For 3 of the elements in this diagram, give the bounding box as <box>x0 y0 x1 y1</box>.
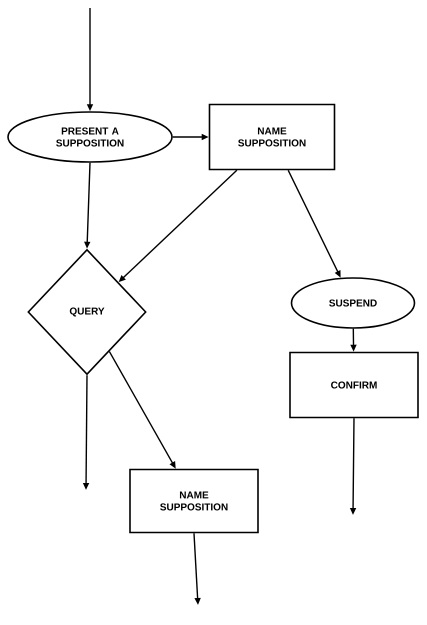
process-box: NAME SUPPOSITION <box>208 104 336 170</box>
process-box: CONFIRM <box>289 352 419 418</box>
process-box: NAME SUPPOSITION <box>129 468 259 534</box>
